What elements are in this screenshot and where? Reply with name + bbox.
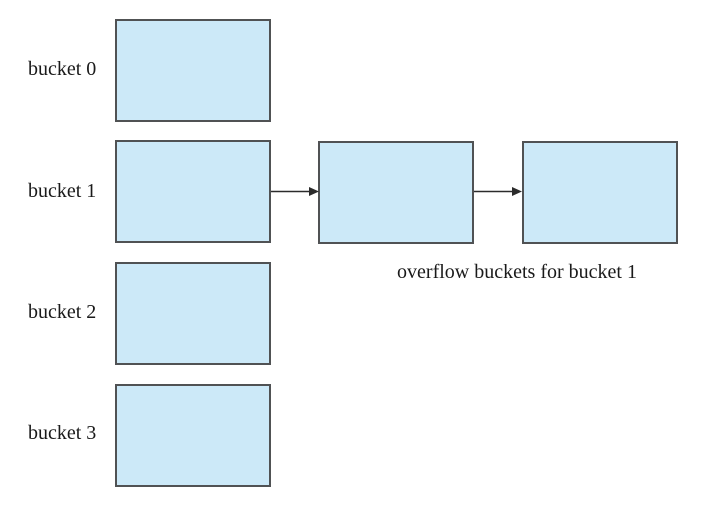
bucket-2-label: bucket 2 [28,301,97,323]
bucket-3-box [115,384,271,487]
bucket-0-box [115,19,271,122]
bucket-2-box [115,262,271,365]
bucket-1-box [115,140,271,243]
bucket-0-label: bucket 0 [28,58,97,80]
arrow-overflow1-to-overflow2-icon [474,187,522,196]
overflow-bucket-1-box [318,141,474,244]
bucket-1-label: bucket 1 [28,180,97,202]
arrow-bucket1-to-overflow1-icon [271,187,319,196]
overflow-caption: overflow buckets for bucket 1 [397,261,637,283]
overflow-bucket-2-box [522,141,678,244]
bucket-3-label: bucket 3 [28,422,97,444]
